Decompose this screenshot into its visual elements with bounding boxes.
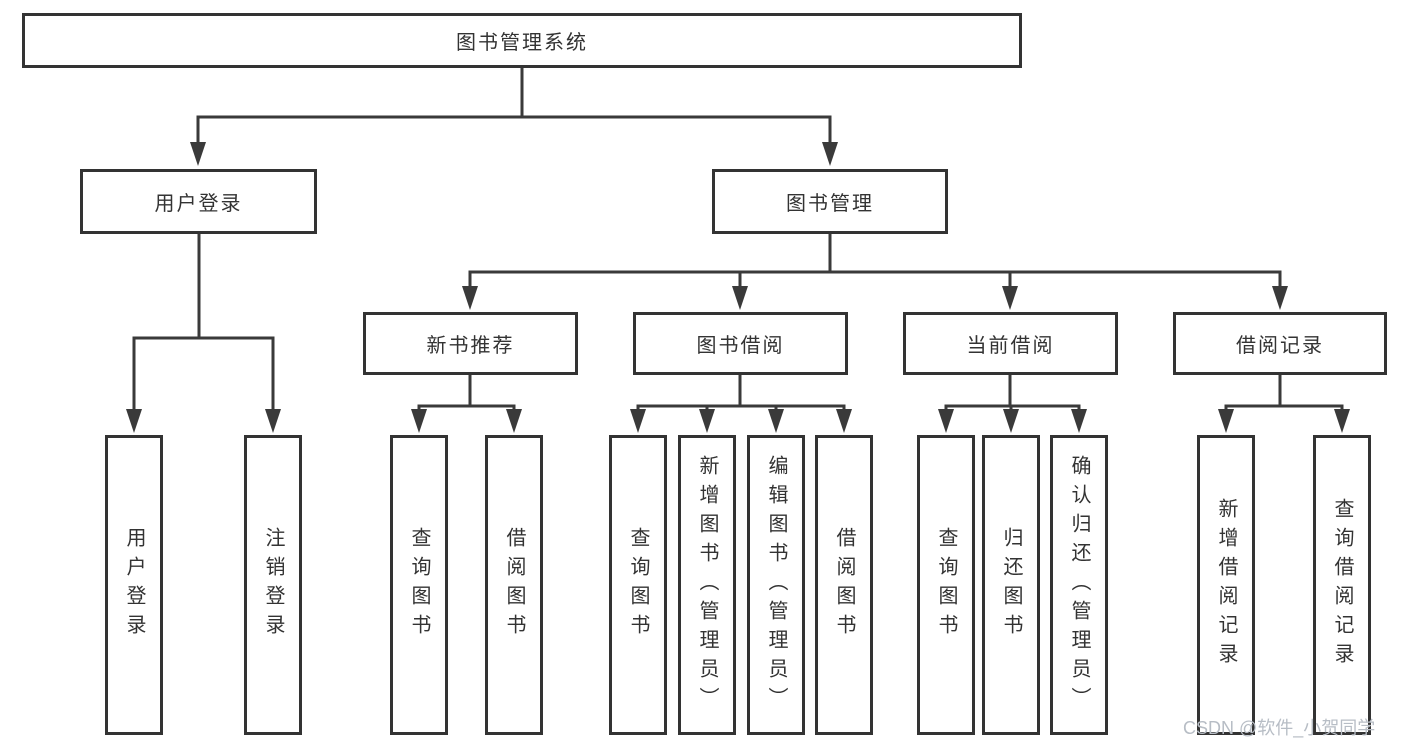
- connector-bookmgmt-to-level3: [462, 234, 1288, 310]
- leaf-borrow-add-books-admin: 新增图书（管理员）: [678, 435, 736, 735]
- node-current-borrow-label: 当前借阅: [966, 335, 1055, 357]
- leaf-borrow-edit-books-admin: 编辑图书（管理员）: [747, 435, 805, 735]
- leaf-newbook-borrow-books: 借阅图书: [485, 435, 543, 735]
- node-user-login: 用户登录: [80, 169, 317, 234]
- leaf-logout-login: 注销登录: [244, 435, 302, 735]
- leaf-current-confirm-return-admin-label: 确认归还（管理员）: [1068, 454, 1090, 716]
- leaf-user-login: 用户登录: [105, 435, 163, 735]
- connector-root-to-level2: [190, 68, 838, 166]
- node-book-management: 图书管理: [712, 169, 948, 234]
- leaf-borrow-borrow-books: 借阅图书: [815, 435, 873, 735]
- node-book-borrow: 图书借阅: [633, 312, 848, 375]
- connector-currentborrow-to-leaves: [938, 375, 1087, 433]
- leaf-records-add-record-label: 新增借阅记录: [1215, 498, 1237, 672]
- connector-records-to-leaves: [1218, 375, 1350, 433]
- node-new-book-recommend-label: 新书推荐: [426, 335, 515, 357]
- leaf-records-add-record: 新增借阅记录: [1197, 435, 1255, 735]
- leaf-current-query-books-label: 查询图书: [935, 527, 957, 643]
- leaf-newbook-borrow-books-label: 借阅图书: [503, 527, 525, 643]
- node-new-book-recommend: 新书推荐: [363, 312, 578, 375]
- csdn-watermark: CSDN @软件_小贺同学: [1183, 718, 1376, 738]
- connector-newbook-to-leaves: [411, 375, 522, 433]
- node-borrow-records: 借阅记录: [1173, 312, 1387, 375]
- leaf-logout-login-label: 注销登录: [262, 527, 284, 643]
- leaf-current-query-books: 查询图书: [917, 435, 975, 735]
- leaf-current-return-books-label: 归还图书: [1000, 527, 1022, 643]
- leaf-records-query-record-label: 查询借阅记录: [1331, 498, 1353, 672]
- node-book-management-label: 图书管理: [786, 193, 874, 215]
- node-user-login-label: 用户登录: [154, 193, 243, 215]
- leaf-borrow-add-books-admin-label: 新增图书（管理员）: [696, 454, 718, 716]
- leaf-records-query-record: 查询借阅记录: [1313, 435, 1371, 735]
- connector-userlogin-to-leaves: [126, 234, 281, 433]
- node-book-borrow-label: 图书借阅: [696, 335, 785, 357]
- leaf-borrow-edit-books-admin-label: 编辑图书（管理员）: [765, 454, 787, 716]
- leaf-current-return-books: 归还图书: [982, 435, 1040, 735]
- leaf-borrow-query-books: 查询图书: [609, 435, 667, 735]
- node-borrow-records-label: 借阅记录: [1236, 335, 1324, 357]
- leaf-user-login-label: 用户登录: [123, 527, 145, 643]
- node-current-borrow: 当前借阅: [903, 312, 1118, 375]
- leaf-current-confirm-return-admin: 确认归还（管理员）: [1050, 435, 1108, 735]
- node-library-system: 图书管理系统: [22, 13, 1022, 68]
- node-library-system-label: 图书管理系统: [456, 32, 588, 54]
- leaf-newbook-query-books-label: 查询图书: [408, 527, 430, 643]
- leaf-borrow-query-books-label: 查询图书: [627, 527, 649, 643]
- connector-bookborrow-to-leaves: [630, 375, 852, 433]
- leaf-newbook-query-books: 查询图书: [390, 435, 448, 735]
- leaf-borrow-borrow-books-label: 借阅图书: [833, 527, 855, 643]
